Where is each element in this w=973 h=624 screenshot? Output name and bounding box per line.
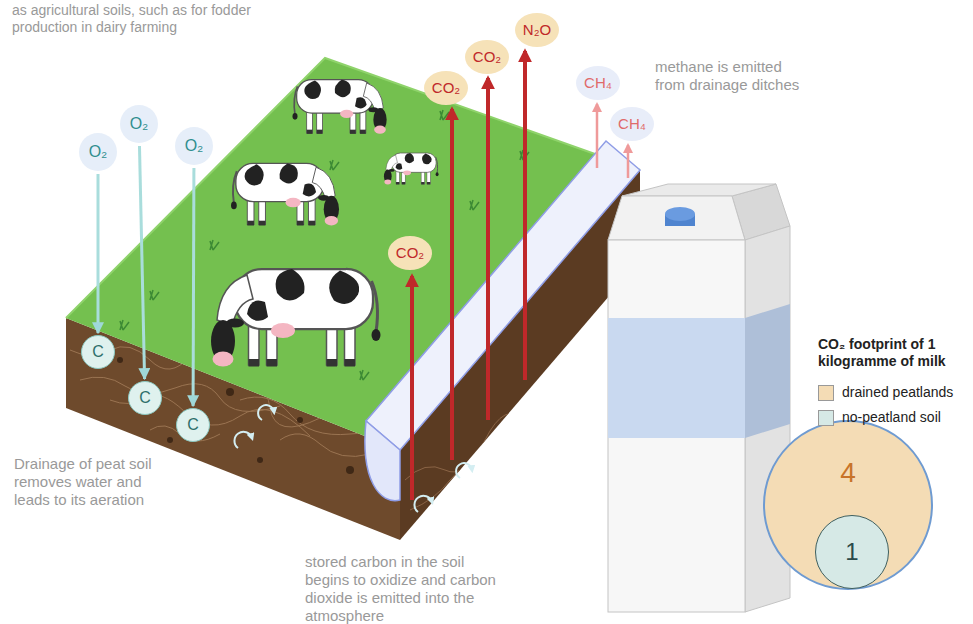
cow bbox=[231, 163, 339, 225]
drainage-ditch bbox=[366, 141, 640, 450]
carbon-circle: C bbox=[128, 381, 162, 415]
grass-field bbox=[66, 58, 640, 450]
emission-arrow bbox=[523, 51, 527, 380]
footprint-value: 1 bbox=[845, 539, 858, 565]
carbon-dioxide-bubble: CO₂ bbox=[465, 40, 509, 74]
legend-title: CO₂ footprint of 1 kilogramme of milk bbox=[818, 336, 968, 370]
methane-arrow bbox=[596, 104, 599, 168]
carton-band bbox=[608, 318, 745, 438]
methane-arrow bbox=[627, 145, 630, 178]
oxygen-bubble: O₂ bbox=[175, 127, 213, 165]
methane-bubble: CH₄ bbox=[610, 107, 654, 141]
methane-bubble: CH₄ bbox=[576, 66, 620, 100]
element-symbol: C bbox=[187, 416, 199, 434]
carbon-dioxide-bubble: CO₂ bbox=[424, 71, 468, 105]
carbon-circle: C bbox=[176, 408, 210, 442]
nitrous-oxide-bubble: N₂O bbox=[515, 13, 559, 47]
element-symbol: C bbox=[92, 343, 104, 361]
emission-arrow bbox=[486, 78, 490, 420]
footprint-value: 4 bbox=[840, 458, 856, 489]
note-text: stored carbon in the soil begins to oxid… bbox=[305, 553, 505, 624]
carton-cap bbox=[665, 207, 695, 221]
gas-formula: CH₄ bbox=[618, 116, 646, 133]
legend-text: no-peatland soil bbox=[842, 409, 941, 426]
ditch-trough bbox=[365, 421, 400, 501]
carbon-dioxide-bubble: CO₂ bbox=[388, 236, 432, 270]
oxygen-bubble: O₂ bbox=[120, 105, 158, 143]
carton-front bbox=[608, 240, 745, 612]
footprint-circle-inner: 1 bbox=[815, 515, 889, 589]
carton-gable bbox=[608, 196, 745, 240]
gas-formula: CH₄ bbox=[584, 75, 612, 92]
gas-formula: CO₂ bbox=[473, 49, 501, 66]
cow bbox=[293, 80, 387, 134]
oxygen-bubble: O₂ bbox=[79, 133, 117, 171]
gas-formula: CO₂ bbox=[432, 80, 460, 97]
note-text: Drainage of peat soil removes water and … bbox=[14, 455, 174, 509]
emission-arrow bbox=[450, 109, 454, 460]
aeration-curl bbox=[258, 405, 274, 420]
gas-formula: N₂O bbox=[523, 22, 551, 39]
legend-text: drained peatlands bbox=[842, 384, 953, 401]
gas-formula: O₂ bbox=[130, 115, 149, 133]
legend-swatch bbox=[818, 385, 834, 401]
cow bbox=[211, 269, 381, 367]
oxygen-arrow bbox=[139, 146, 144, 379]
note-text: methane is emitted from drainage ditches bbox=[655, 58, 810, 94]
note-text: as agricultural soils, such as for fodde… bbox=[12, 2, 317, 36]
aeration-curl bbox=[456, 463, 472, 478]
carton-band-side bbox=[745, 304, 790, 438]
gas-formula: CO₂ bbox=[396, 245, 424, 262]
aeration-curl bbox=[414, 496, 432, 512]
cow bbox=[384, 153, 439, 184]
aeration-curl bbox=[234, 432, 252, 448]
footprint-circle: 41 bbox=[763, 420, 933, 590]
carton-ridge bbox=[622, 184, 776, 196]
oxygen-arrow bbox=[192, 168, 196, 406]
legend-swatch bbox=[818, 410, 834, 426]
gas-formula: O₂ bbox=[89, 143, 108, 161]
emission-arrow bbox=[410, 276, 414, 500]
carbon-circle: C bbox=[81, 335, 115, 369]
gas-formula: O₂ bbox=[185, 137, 204, 155]
oxygen-arrow bbox=[97, 174, 100, 333]
element-symbol: C bbox=[139, 389, 151, 407]
